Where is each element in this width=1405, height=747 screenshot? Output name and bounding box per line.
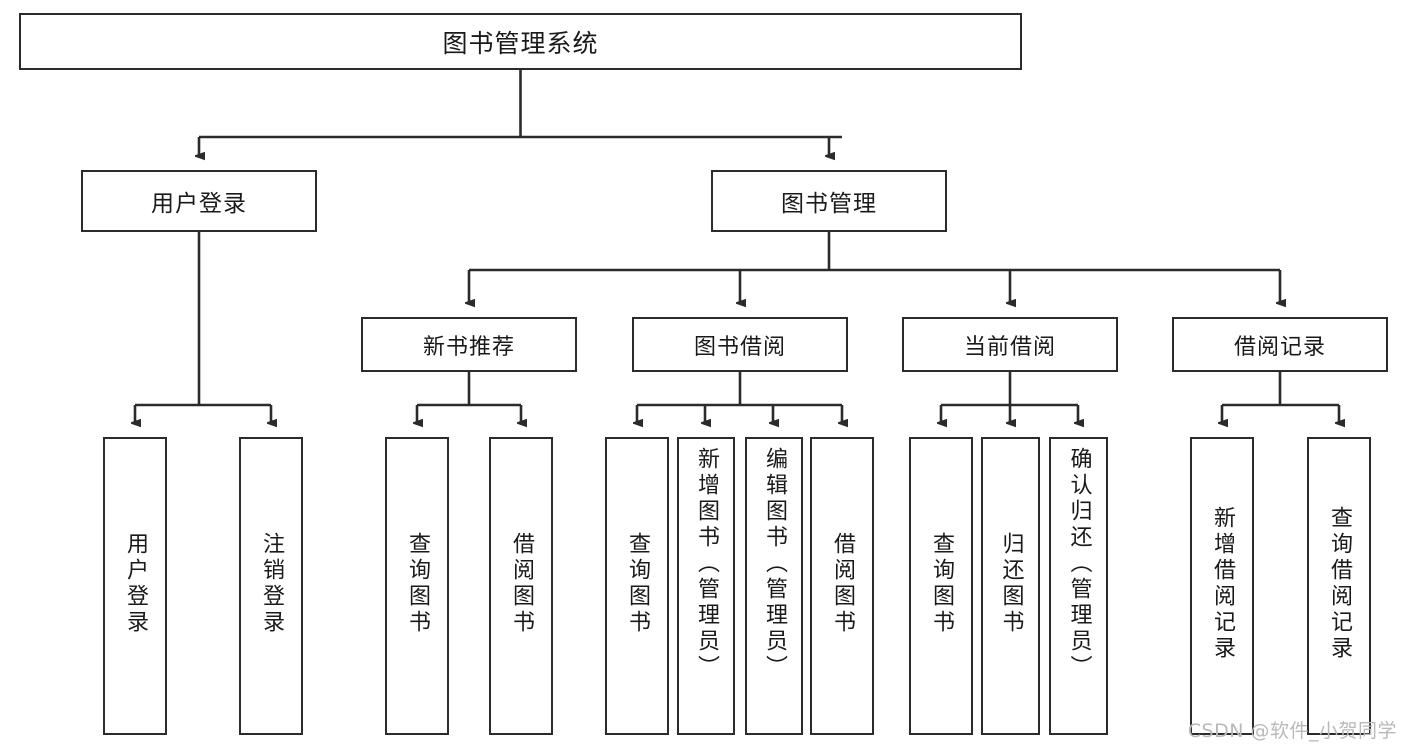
node-book-management[interactable]: 图书管理 [711, 170, 947, 232]
node-label: 编辑图书（管理员） [762, 447, 787, 681]
leaf-book-borrow-borrow-book[interactable]: 借阅图书 [810, 437, 874, 735]
node-label: 用户登录 [123, 532, 148, 636]
node-label: 查询图书 [929, 532, 954, 636]
leaf-book-borrow-add-book-admin[interactable]: 新增图书（管理员） [677, 437, 735, 735]
node-label: 确认归还（管理员） [1066, 447, 1092, 681]
leaf-book-borrow-edit-book-admin[interactable]: 编辑图书（管理员） [745, 437, 803, 735]
leaf-new-book-borrow-book[interactable]: 借阅图书 [489, 437, 553, 735]
node-label: 图书管理系统 [442, 28, 599, 58]
node-label: 新增图书（管理员） [694, 447, 719, 681]
node-user-login[interactable]: 用户登录 [81, 170, 317, 232]
watermark-text: CSDN @软件_小贺同学 [1187, 720, 1397, 742]
node-label: 查询借阅记录 [1327, 506, 1352, 662]
node-label: 当前借阅 [963, 334, 1056, 360]
node-label: 借阅图书 [830, 532, 855, 636]
leaf-borrow-record-add-record[interactable]: 新增借阅记录 [1190, 437, 1254, 735]
node-label: 查询图书 [405, 532, 430, 636]
leaf-borrow-record-query-record[interactable]: 查询借阅记录 [1307, 437, 1371, 735]
node-label: 新书推荐 [422, 334, 515, 360]
node-label: 借阅记录 [1233, 334, 1326, 360]
node-book-borrow[interactable]: 图书借阅 [632, 317, 848, 372]
leaf-current-borrow-confirm-return-admin[interactable]: 确认归还（管理员） [1049, 437, 1108, 735]
node-root-book-management-system[interactable]: 图书管理系统 [19, 13, 1022, 70]
node-label: 借阅图书 [509, 532, 534, 636]
leaf-new-book-query-book[interactable]: 查询图书 [385, 437, 449, 735]
node-borrow-record[interactable]: 借阅记录 [1172, 317, 1388, 372]
leaf-user-login-logout[interactable]: 注销登录 [239, 437, 303, 735]
leaf-book-borrow-query-book[interactable]: 查询图书 [605, 437, 669, 735]
node-label: 归还图书 [998, 532, 1024, 636]
leaf-current-borrow-query-book[interactable]: 查询图书 [909, 437, 973, 735]
node-label: 注销登录 [259, 532, 284, 636]
node-label: 图书借阅 [693, 334, 786, 360]
node-label: 新增借阅记录 [1210, 506, 1235, 662]
node-label: 图书管理 [781, 191, 877, 217]
node-label: 查询图书 [625, 532, 650, 636]
leaf-current-borrow-return-book[interactable]: 归还图书 [981, 437, 1040, 735]
leaf-user-login-login[interactable]: 用户登录 [103, 437, 167, 735]
node-new-book-recommend[interactable]: 新书推荐 [361, 317, 577, 372]
node-label: 用户登录 [151, 191, 247, 217]
node-current-borrow[interactable]: 当前借阅 [902, 317, 1118, 372]
